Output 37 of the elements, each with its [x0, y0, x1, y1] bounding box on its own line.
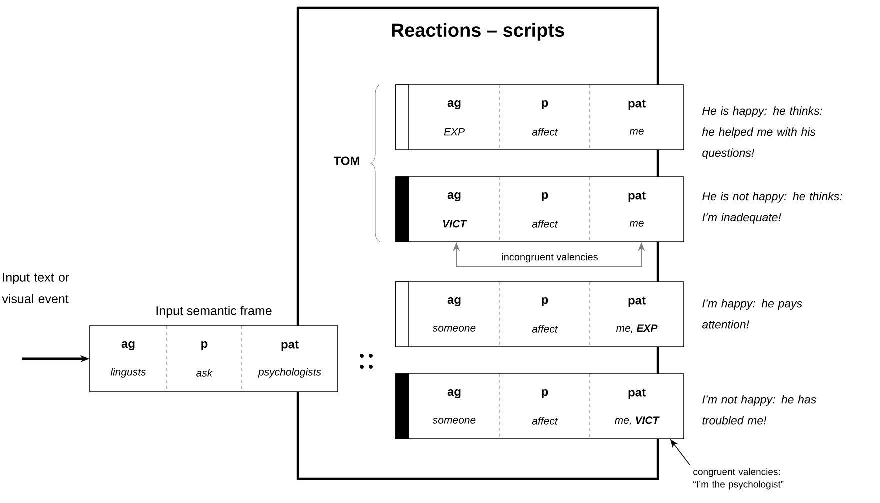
reaction-text: He is not happy: he thinks: I’m inadequate! — [702, 192, 842, 224]
node-label: affect — [532, 417, 558, 425]
frame-box: ag someone p affect pat me, VICT — [396, 374, 684, 440]
node-label: ag — [448, 100, 461, 110]
node-label: ag — [448, 298, 461, 307]
node-label: affect — [532, 325, 558, 333]
node-label: someone — [432, 418, 476, 424]
node-label: ag — [448, 390, 461, 399]
node-label: pat — [628, 296, 646, 308]
node-label: Input semantic frame — [156, 306, 272, 318]
tom-label: TOM — [334, 156, 360, 166]
node-label: VICT — [443, 220, 468, 228]
node-label: p — [542, 100, 548, 110]
node-label: p — [542, 390, 548, 398]
node-label: affect — [532, 220, 558, 228]
frame-box: ag VICT p affect pat me — [396, 176, 684, 242]
reaction-text: I’m not happy: he has troubled me! — [702, 395, 816, 425]
node-label: pat — [628, 388, 646, 400]
node-label: me, VICT — [615, 416, 660, 426]
node-label: someone — [432, 326, 476, 332]
reaction-text: I’m happy: he pays attention! — [702, 299, 802, 329]
valency-note: congruent valencies: “I’m the psychologist” — [694, 468, 784, 490]
node-label: p — [542, 298, 548, 306]
node-label: pat — [628, 192, 646, 202]
frame-box: ag someone p affect pat me, EXP — [396, 282, 684, 348]
frame-box: ag EXP p affect pat me — [396, 84, 684, 150]
node-label: EXP — [444, 128, 465, 136]
node-label: affect — [532, 128, 558, 136]
valency-note: incongruent valencies — [502, 253, 598, 263]
node-label: pat — [628, 100, 646, 110]
reaction-text: He is happy: he thinks: he helped me with his questions! — [702, 106, 823, 160]
input-label: Input text or visual event — [2, 273, 70, 304]
node-label: me — [630, 129, 644, 135]
node-label: me — [630, 221, 644, 227]
node-label: ag — [448, 192, 461, 202]
node-label: me, EXP — [616, 324, 658, 334]
node-label: p — [542, 192, 548, 202]
